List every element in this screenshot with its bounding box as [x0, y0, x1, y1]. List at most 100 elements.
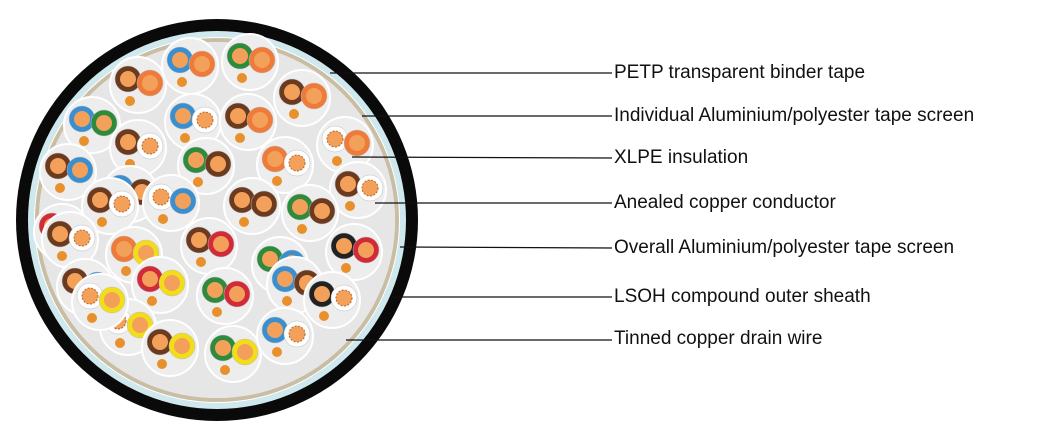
core-conductor-20b	[73, 229, 91, 247]
core-conductor-1a	[120, 71, 136, 87]
core-conductor-2a	[172, 52, 188, 68]
pair-drain-wire-17	[158, 214, 168, 224]
core-conductor-32b	[237, 344, 253, 360]
core-conductor-24b	[358, 242, 374, 258]
pair-drain-wire-2	[177, 77, 187, 87]
core-conductor-33a	[267, 322, 283, 338]
pair-drain-wire-9	[332, 156, 342, 166]
core-conductor-2b	[194, 56, 210, 72]
pair-drain-wire-22	[196, 257, 206, 267]
cable-pair-9	[316, 116, 374, 174]
cable-pair-2	[161, 37, 219, 95]
pair-drain-wire-7	[180, 133, 190, 143]
core-conductor-20a	[52, 226, 68, 242]
pair-drain-wire-12	[193, 177, 203, 187]
core-conductor-34a	[81, 287, 99, 305]
core-conductor-5b	[96, 115, 112, 131]
pair-drain-wire-3	[237, 73, 247, 83]
core-conductor-3b	[254, 52, 270, 68]
cable-pair-26	[131, 256, 189, 314]
core-conductor-28a	[277, 271, 293, 287]
pair-drain-wire-1	[125, 96, 135, 106]
cable-pair-17	[142, 174, 200, 232]
cable-pair-18	[223, 177, 281, 235]
core-conductor-16b	[113, 195, 131, 213]
core-conductor-32a	[215, 340, 231, 356]
core-conductor-6a	[120, 134, 136, 150]
cable-pair-19	[281, 184, 339, 242]
core-conductor-29a	[314, 286, 330, 302]
core-conductor-7a	[175, 108, 191, 124]
pair-drain-wire-5	[79, 136, 89, 146]
core-conductor-8b	[252, 112, 268, 128]
core-conductor-17a	[152, 188, 170, 206]
core-conductor-12a	[188, 152, 204, 168]
cable-pair-24	[325, 223, 383, 281]
core-conductor-4a	[284, 84, 300, 100]
cable-pair-13	[256, 136, 314, 194]
pair-drain-wire-16	[97, 217, 107, 227]
pair-drain-wire-14	[345, 201, 355, 211]
core-conductor-30b	[132, 317, 148, 333]
pair-drain-wire-19	[297, 224, 307, 234]
pair-drain-wire-33	[272, 347, 282, 357]
core-conductor-26a	[142, 271, 158, 287]
core-conductor-10a	[50, 158, 66, 174]
label-xlpe-insulation: XLPE insulation	[614, 147, 749, 168]
core-conductor-18b	[256, 196, 272, 212]
leader-lines	[330, 72, 613, 341]
core-conductor-7b	[196, 111, 214, 129]
core-conductor-26b	[164, 275, 180, 291]
label-drain-wire: Tinned copper drain wire	[614, 328, 823, 349]
pair-drain-wire-13	[272, 176, 282, 186]
core-conductor-29b	[335, 289, 353, 307]
pair-drain-wire-27	[212, 307, 222, 317]
core-conductor-13a	[267, 151, 283, 167]
cable-pair-7	[164, 93, 222, 151]
cable-pair-27	[196, 267, 254, 325]
pair-drain-wire-8	[235, 133, 245, 143]
cable-pair-1	[109, 56, 167, 114]
pair-drain-wire-4	[289, 109, 299, 119]
core-conductor-8a	[230, 108, 246, 124]
core-conductor-21b	[138, 245, 154, 261]
cable-pair-4	[273, 69, 331, 127]
pair-drain-wire-10	[55, 183, 65, 193]
cable-pair-16	[81, 177, 139, 235]
label-copper-conductor: Anealed copper conductor	[614, 192, 836, 213]
cable-pair-34	[71, 273, 129, 331]
label-petp-binder-tape: PETP transparent binder tape	[614, 62, 866, 83]
cable-pair-8	[219, 93, 277, 151]
core-conductor-18a	[234, 192, 250, 208]
core-conductor-23a	[262, 251, 278, 267]
pair-drain-wire-30	[115, 338, 125, 348]
pair-drain-wire-31	[157, 359, 167, 369]
core-conductor-14a	[340, 176, 356, 192]
leader-line-5	[399, 246, 613, 249]
core-conductor-22b	[213, 236, 229, 252]
pair-drain-wire-26	[147, 296, 157, 306]
core-conductor-9b	[349, 135, 365, 151]
cable-pair-5	[63, 96, 121, 154]
pair-drain-wire-32	[220, 365, 230, 375]
core-conductor-6b	[141, 137, 159, 155]
core-conductor-5a	[74, 111, 90, 127]
core-conductor-12b	[210, 156, 226, 172]
cable-pair-3	[221, 33, 279, 91]
core-conductor-27a	[207, 282, 223, 298]
core-conductor-17b	[175, 193, 191, 209]
pair-drain-wire-18	[239, 217, 249, 227]
core-conductor-19a	[292, 199, 308, 215]
leader-line-3	[351, 156, 613, 159]
core-conductor-22a	[191, 232, 207, 248]
core-conductor-27b	[229, 286, 245, 302]
core-conductor-3a	[232, 48, 248, 64]
cable-pair-31	[141, 319, 199, 377]
pair-drain-wire-34	[87, 313, 97, 323]
core-conductor-19b	[314, 203, 330, 219]
core-conductor-33b	[288, 325, 306, 343]
core-conductor-4b	[306, 88, 322, 104]
core-conductor-34b	[104, 292, 120, 308]
cable-pair-22	[180, 217, 238, 275]
cable-pair-10	[39, 143, 97, 201]
